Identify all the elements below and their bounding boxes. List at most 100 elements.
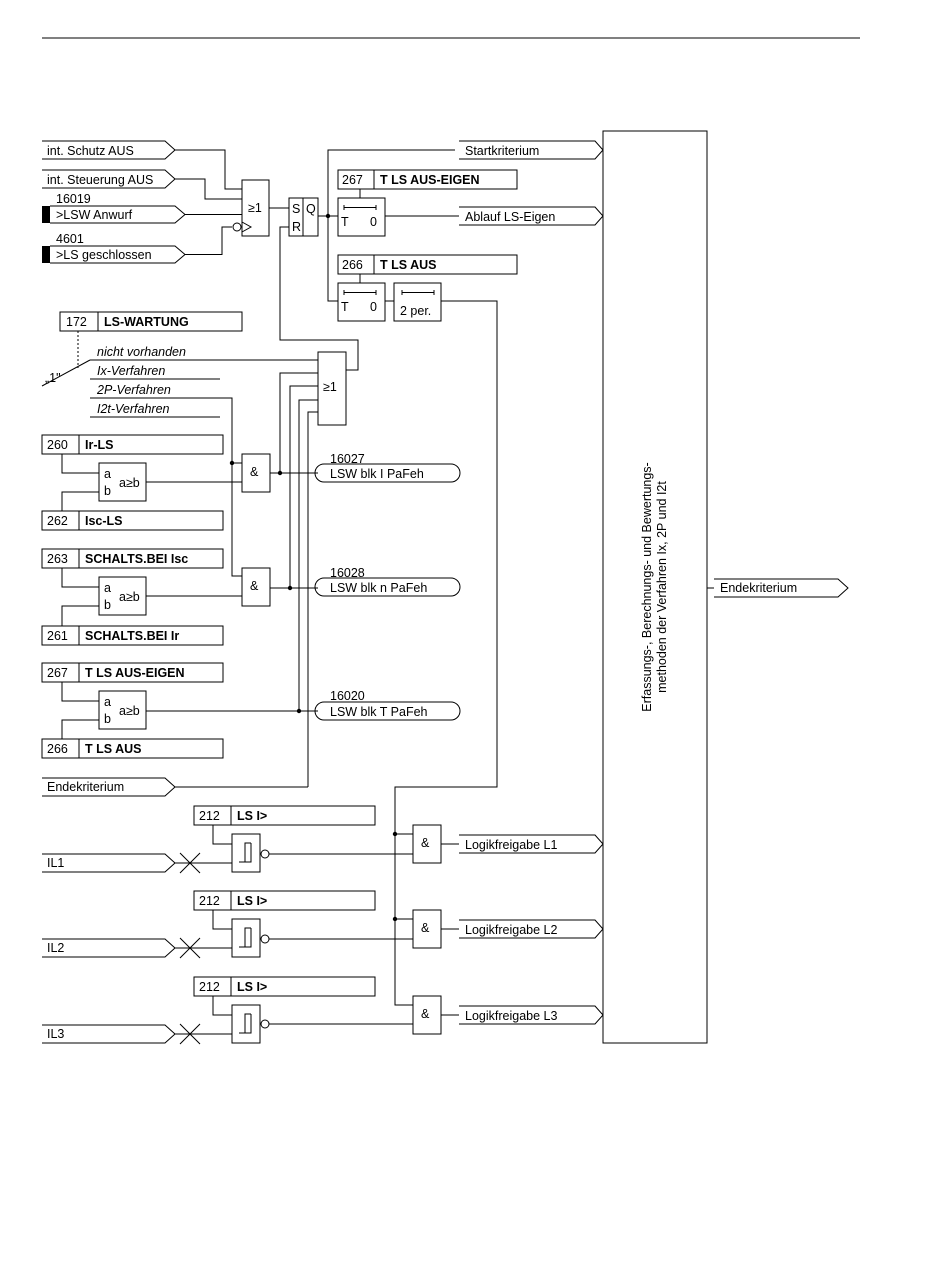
param-link (212, 910, 232, 930)
param-267-name: T LS AUS-EIGEN (380, 173, 480, 187)
param-266-number: 266 (342, 258, 363, 272)
comparator-op: a≥b (119, 590, 140, 604)
comparator-b: b (104, 598, 111, 612)
pulse-label: 2 per. (400, 304, 431, 318)
cross-icon (179, 1023, 201, 1045)
output-startkriterium-label: Startkriterium (465, 144, 539, 158)
or-gate-label: ≥1 (248, 201, 262, 215)
wire (289, 385, 318, 588)
pulse-block (393, 282, 442, 322)
and-gate-label: & (250, 465, 259, 479)
binary-input-marker (42, 246, 50, 263)
and-gate-label: & (250, 579, 259, 593)
method-block-line2: methoden der Verfahren Ix, 2P und I2t (655, 481, 669, 693)
threshold-block (231, 918, 261, 958)
option-nicht-vorhanden: nicht vorhanden (97, 345, 186, 359)
param-267-number: 267 (342, 173, 363, 187)
param-212-number: 212 (199, 809, 220, 823)
and-gate-l3 (412, 995, 442, 1035)
param-172-name: LS-WARTUNG (104, 315, 189, 329)
method-block-line1: Erfassungs-, Berechnungs- und Bewertungs… (640, 462, 654, 711)
and-gate-n (241, 567, 271, 607)
param-266b-number: 266 (47, 742, 68, 756)
hysteresis-icon (239, 927, 252, 948)
output-blk-n-number: 16028 (330, 566, 365, 580)
param-212-number: 212 (199, 894, 220, 908)
hysteresis-icon (239, 842, 252, 863)
wire (61, 491, 99, 511)
output-blk-n (314, 577, 461, 597)
param-212-number: 212 (199, 980, 220, 994)
comparator (98, 576, 147, 616)
wire (61, 454, 99, 474)
param-212-l3-box (193, 976, 376, 997)
param-263-name: SCHALTS.BEI Isc (85, 552, 188, 566)
wire (298, 399, 318, 711)
comparator-a: a (104, 581, 111, 595)
wire (61, 719, 99, 739)
selector-one-label: „1" (45, 371, 61, 385)
selector-arm (41, 359, 91, 387)
hysteresis-icon (239, 1013, 252, 1034)
output-blk-i-number: 16027 (330, 452, 365, 466)
input-lsw-anwurf-label: >LSW Anwurf (56, 208, 133, 222)
timer-0-label: 0 (370, 215, 377, 229)
param-267b-number: 267 (47, 666, 68, 680)
param-266b-name: T LS AUS (85, 742, 141, 756)
param-263-number: 263 (47, 552, 68, 566)
negation-circle (232, 222, 242, 232)
comparator-op: a≥b (119, 476, 140, 490)
negation-circle (260, 1019, 270, 1029)
comparator-a: a (104, 695, 111, 709)
output-blk-n-label: LSW blk n PaFeh (330, 581, 427, 595)
output-logik-l1-label: Logikfreigabe L1 (465, 838, 557, 852)
method-block (602, 130, 708, 1044)
comparator (98, 462, 147, 502)
param-266-box (337, 254, 518, 275)
junction (229, 460, 235, 466)
param-261-number: 261 (47, 629, 68, 643)
param-212-name: LS I> (237, 980, 267, 994)
timer-0-label: 0 (370, 300, 377, 314)
output-blk-t (314, 701, 461, 721)
or-gate-start (241, 179, 270, 237)
param-266-name: T LS AUS (380, 258, 436, 272)
wire (61, 605, 99, 626)
output-blk-t-number: 16020 (330, 689, 365, 703)
input-il1-label: IL1 (47, 856, 64, 870)
wire (327, 149, 455, 216)
wire (307, 411, 318, 787)
cross-icon (179, 852, 201, 874)
comparator-a: a (104, 467, 111, 481)
negation-circle (260, 934, 270, 944)
dynamic-input-marker (241, 221, 253, 233)
and-gate-label: & (421, 1007, 430, 1021)
param-link (212, 825, 232, 845)
wire (61, 568, 99, 588)
output-blk-i (314, 463, 461, 483)
comparator (98, 690, 147, 730)
param-261-name: SCHALTS.BEI Ir (85, 629, 179, 643)
wire (175, 149, 242, 190)
param-263-box (41, 548, 224, 569)
timer-t-label: T (341, 300, 349, 314)
param-262-box (41, 510, 224, 531)
binary-input-marker (42, 206, 50, 223)
param-212-name: LS I> (237, 894, 267, 908)
wire (327, 216, 338, 302)
junction (277, 470, 283, 476)
sr-q-label: Q (306, 202, 316, 216)
input-lsw-anwurf-number: 16019 (56, 192, 91, 206)
input-int-schutz-aus-label: int. Schutz AUS (47, 144, 134, 158)
output-endekriterium (714, 578, 849, 598)
param-260-number: 260 (47, 438, 68, 452)
param-212-l2-box (193, 890, 376, 911)
or-gate-label: ≥1 (323, 380, 337, 394)
param-172-number: 172 (66, 315, 87, 329)
timer-ls-aus (337, 282, 386, 322)
wire (279, 372, 318, 473)
wire (279, 226, 359, 371)
output-logik-l3-label: Logikfreigabe L3 (465, 1009, 557, 1023)
wire (61, 682, 99, 702)
param-262-number: 262 (47, 514, 68, 528)
